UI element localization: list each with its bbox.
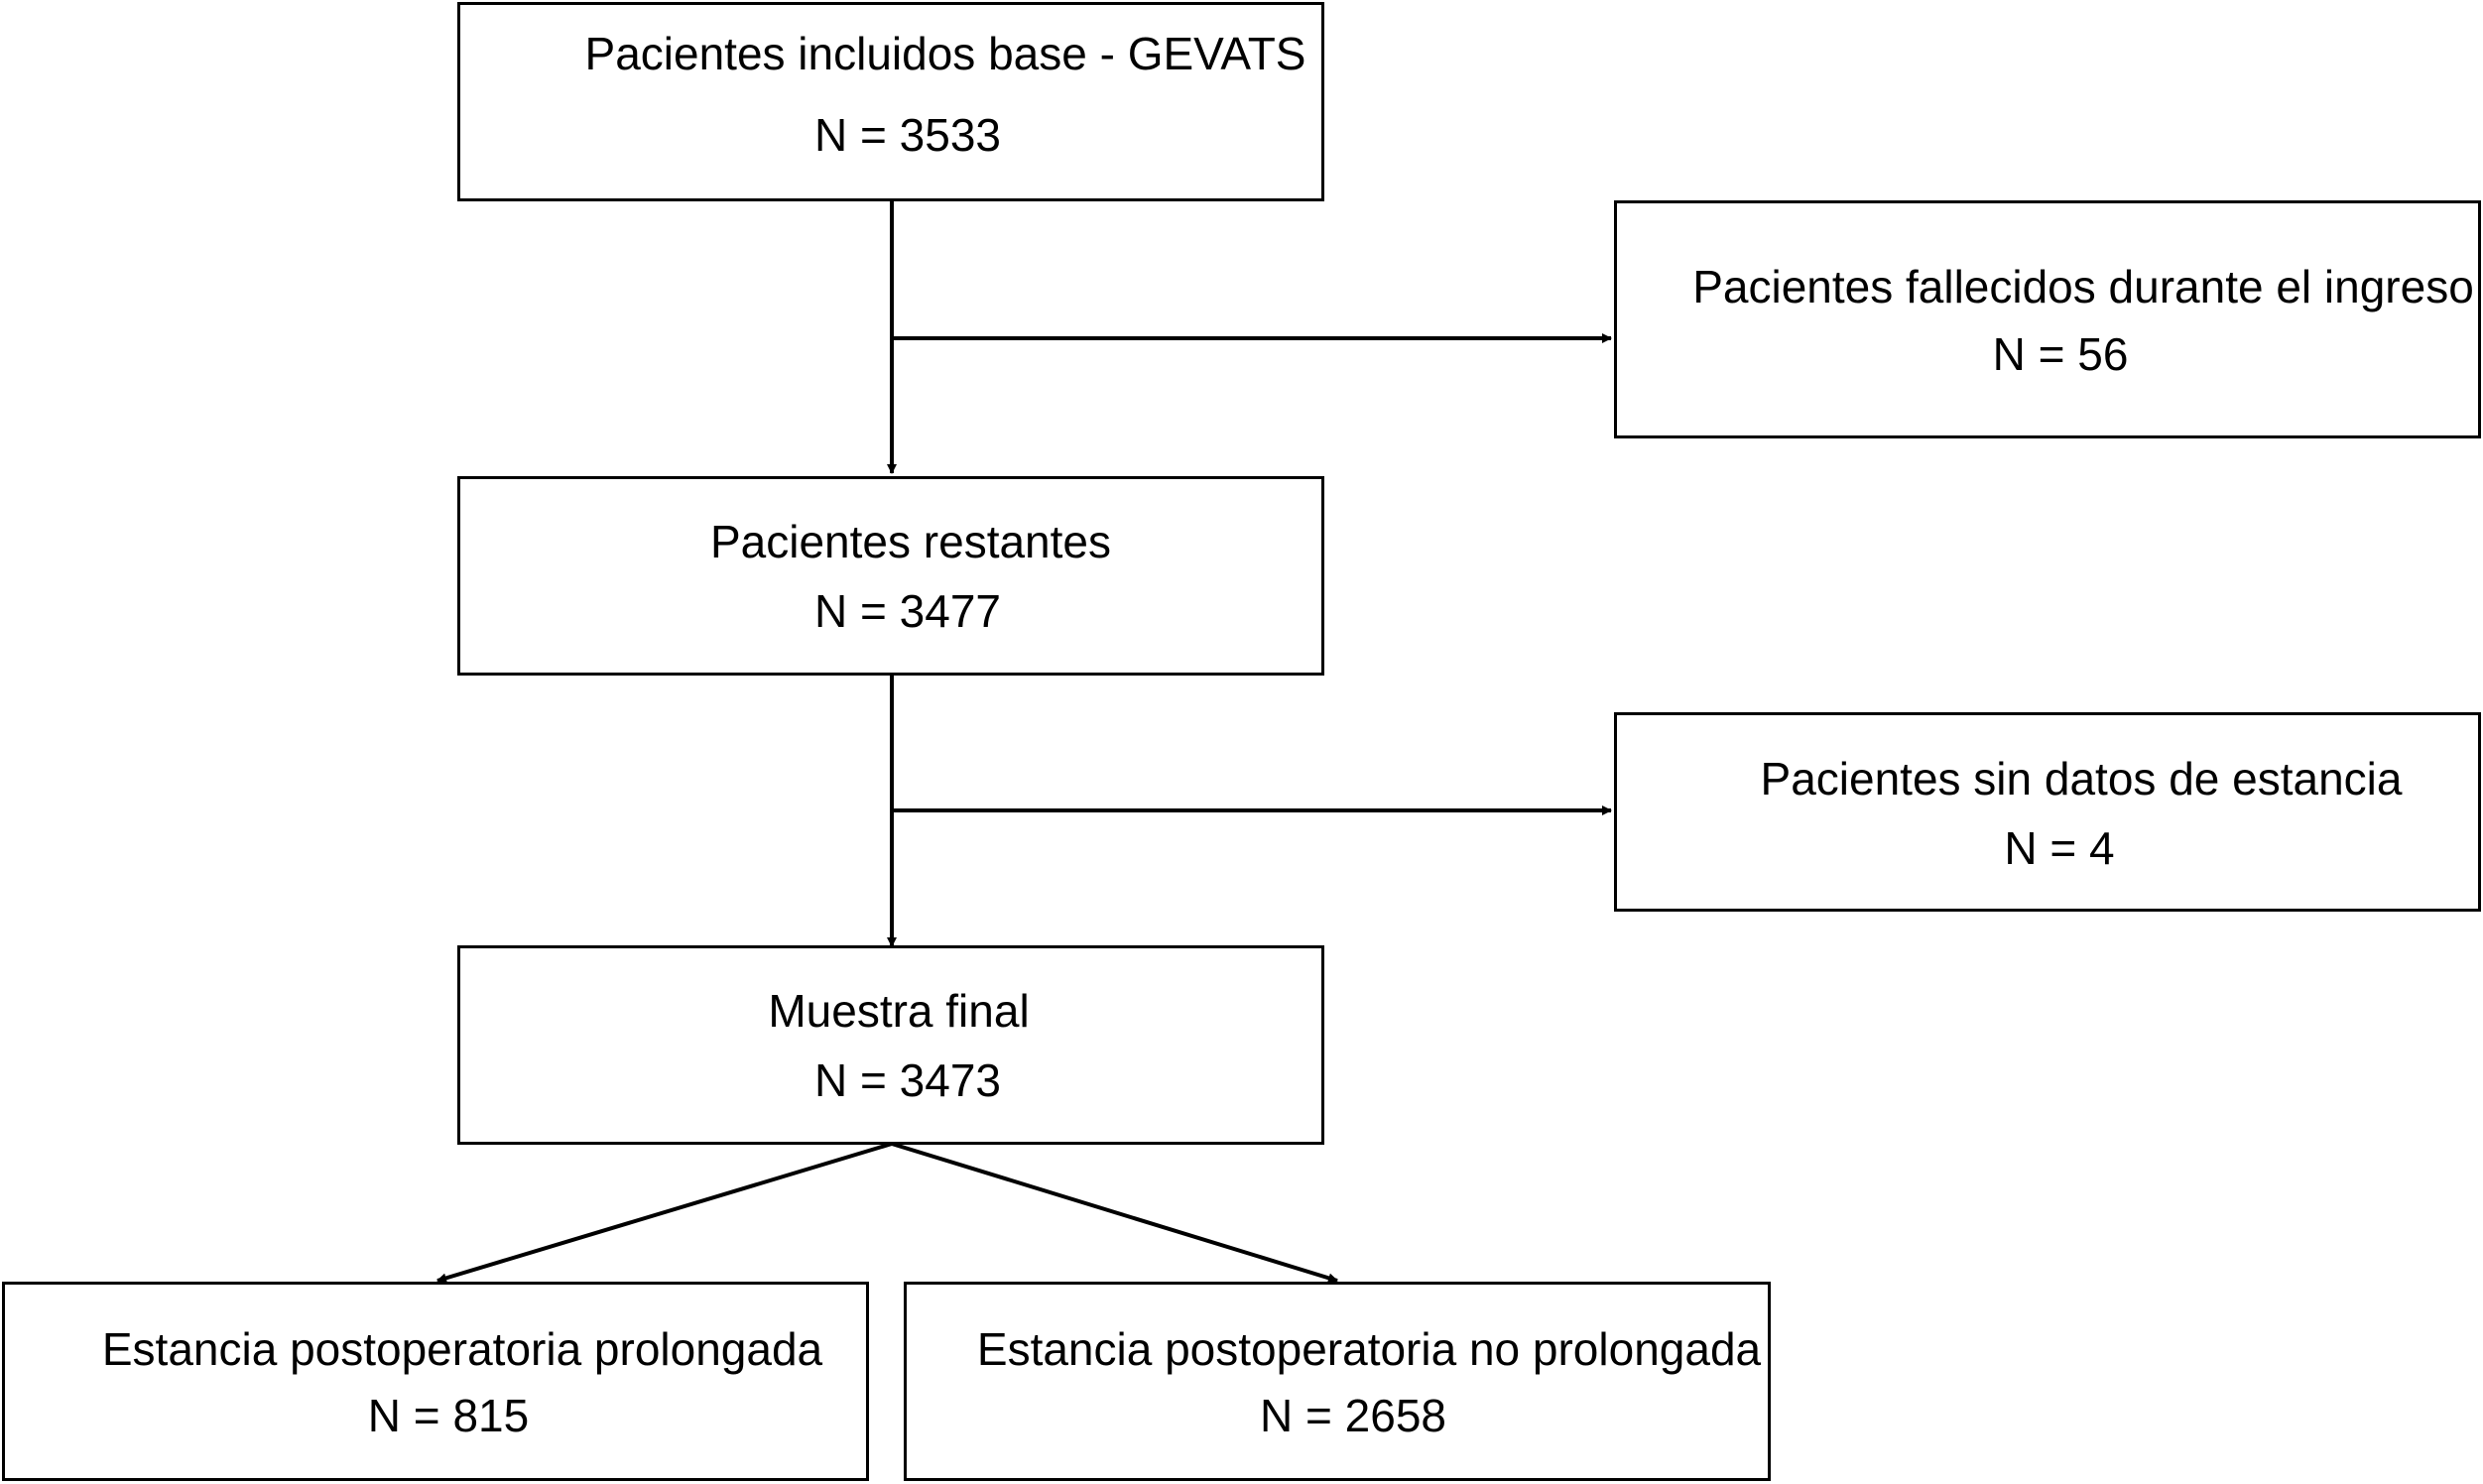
not-prolonged-stay-title: Estancia postoperatoria no prolongada <box>976 1323 1762 1375</box>
box-final-sample <box>457 945 1324 1145</box>
prolonged-stay-title: Estancia postoperatoria prolongada <box>101 1323 823 1375</box>
deceased-patients-title: Pacientes fallecidos durante el ingreso <box>1692 261 2474 312</box>
box-included-patients <box>457 2 1324 201</box>
box-no-stay-data <box>1614 712 2481 912</box>
deceased-patients-count: N = 56 <box>1992 328 2129 380</box>
arrow-final-to-prolonged <box>436 1142 893 1284</box>
not-prolonged-stay-count: N = 2658 <box>1260 1390 1446 1441</box>
box-prolonged-stay <box>2 1282 869 1481</box>
box-remaining-patients <box>457 476 1324 676</box>
box-deceased-patients <box>1614 200 2481 438</box>
remaining-patients-title: Pacientes restantes <box>709 516 1112 567</box>
box-not-prolonged-stay <box>904 1282 1771 1481</box>
no-stay-data-title: Pacientes sin datos de estancia <box>1760 753 2403 804</box>
remaining-patients-count: N = 3477 <box>814 585 1001 637</box>
final-sample-count: N = 3473 <box>814 1054 1001 1106</box>
final-sample-title: Muestra final <box>768 985 1030 1037</box>
included-patients-count: N = 3533 <box>814 109 1001 161</box>
no-stay-data-count: N = 4 <box>2004 822 2115 874</box>
included-patients-title: Pacientes incluidos base - GEVATS <box>584 28 1306 79</box>
prolonged-stay-count: N = 815 <box>367 1390 530 1441</box>
arrow-final-to-not-prolonged <box>891 1142 1338 1284</box>
